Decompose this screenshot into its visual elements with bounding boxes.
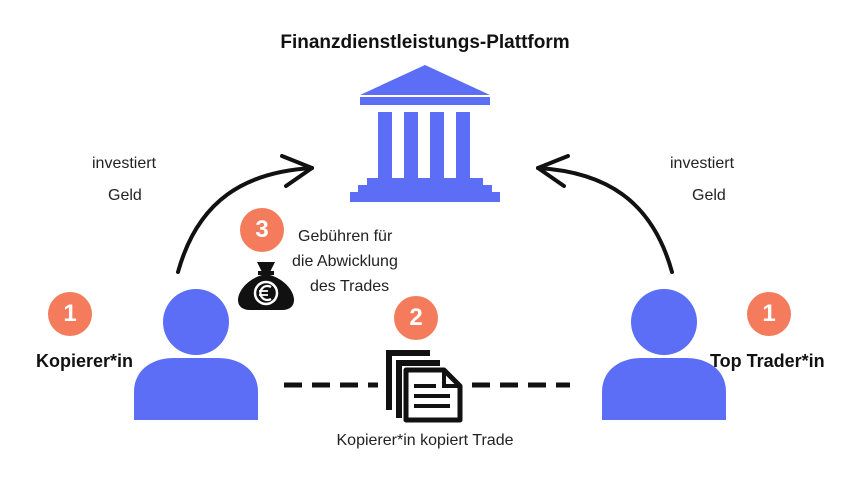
left-invest-note: investiert Geld: [92, 148, 172, 212]
left-invest-line1: investiert: [92, 155, 157, 172]
document-copy-icon: [386, 350, 463, 423]
trader-step-badge: 1: [747, 292, 791, 336]
right-invest-note: investiert Geld: [670, 148, 750, 212]
fees-step-badge: 3: [240, 208, 284, 252]
bank-building-icon: [350, 65, 500, 202]
right-invest-line1: investiert: [670, 155, 735, 172]
fees-line3: des Trades: [310, 278, 390, 295]
fees-description: Gebühren für die Abwicklung des Trades: [292, 224, 438, 299]
fees-line1: Gebühren für: [298, 228, 393, 245]
fees-line2: die Abwicklung: [292, 253, 398, 270]
copier-step-badge: 1: [48, 292, 92, 336]
arrow-trader-to-platform: [536, 154, 674, 274]
copy-caption: Kopierer*in kopiert Trade: [336, 432, 514, 449]
left-invest-line2: Geld: [108, 187, 142, 204]
copier-person-icon: [134, 289, 258, 420]
euro-money-bag-icon: [238, 262, 294, 310]
right-invest-line2: Geld: [692, 187, 726, 204]
copy-step-badge: 2: [394, 296, 438, 340]
platform-title: Finanzdienstleistungs-Plattform: [280, 32, 570, 53]
trader-person-icon: [602, 289, 726, 420]
trader-label: Top Trader*in: [710, 351, 825, 371]
copier-label: Kopierer*in: [36, 351, 134, 371]
arrow-copier-to-platform: [176, 154, 314, 274]
